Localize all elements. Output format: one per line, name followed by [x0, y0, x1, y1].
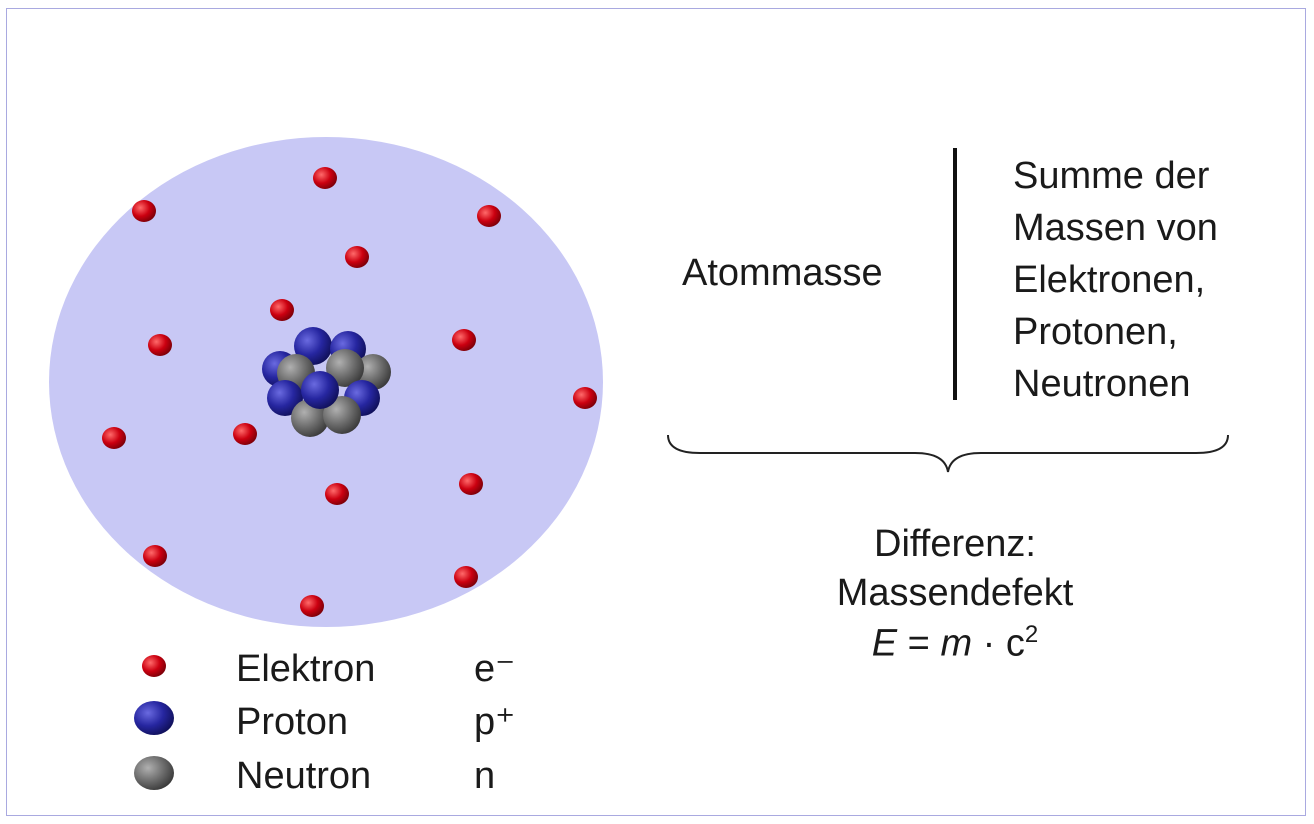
- electron: [270, 299, 294, 321]
- legend-neutron-marker: [134, 756, 174, 790]
- proton: [294, 327, 332, 365]
- legend-proton-marker: [134, 701, 174, 735]
- electron: [233, 423, 257, 445]
- figure-frame: [6, 8, 1306, 816]
- formula-m: m: [940, 622, 973, 665]
- legend-proton-symbol: p⁺: [474, 701, 516, 743]
- electron: [459, 473, 483, 495]
- formula-exponent: 2: [1024, 621, 1039, 648]
- legend-electron-label: Elektron: [236, 648, 376, 690]
- formula-e: E: [871, 622, 898, 665]
- curly-brace: [667, 434, 1229, 473]
- proton: [267, 380, 303, 416]
- electron: [573, 387, 597, 409]
- nucleus: [262, 327, 391, 437]
- neutron: [326, 349, 364, 387]
- formula-eq: =: [897, 622, 941, 665]
- electron: [143, 545, 167, 567]
- electron: [132, 200, 156, 222]
- formula-dot-c: · c: [972, 622, 1025, 665]
- legend-electron-symbol: e⁻: [474, 648, 516, 690]
- legend-neutron-label: Neutron: [236, 755, 372, 797]
- electron: [300, 595, 324, 617]
- difference-title: Differenz:: [874, 523, 1036, 565]
- electron: [345, 246, 369, 268]
- sum-description: Summe der Massen von Elektronen, Protone…: [1013, 155, 1218, 405]
- legend-proton-label: Proton: [236, 701, 348, 743]
- electron: [452, 329, 476, 351]
- electron: [102, 427, 126, 449]
- electron: [313, 167, 337, 189]
- electron: [148, 334, 172, 356]
- legend-electron-marker: [142, 655, 166, 677]
- electrons: [102, 167, 597, 617]
- difference-subtitle: Massendefekt: [836, 572, 1074, 614]
- mass-energy-formula: E = m · c2: [705, 623, 1205, 663]
- label-atommasse: Atommasse: [682, 252, 883, 294]
- electron: [454, 566, 478, 588]
- proton: [301, 371, 339, 409]
- neutron: [323, 396, 361, 434]
- electron: [325, 483, 349, 505]
- electron: [477, 205, 501, 227]
- legend-neutron-symbol: n: [474, 755, 496, 797]
